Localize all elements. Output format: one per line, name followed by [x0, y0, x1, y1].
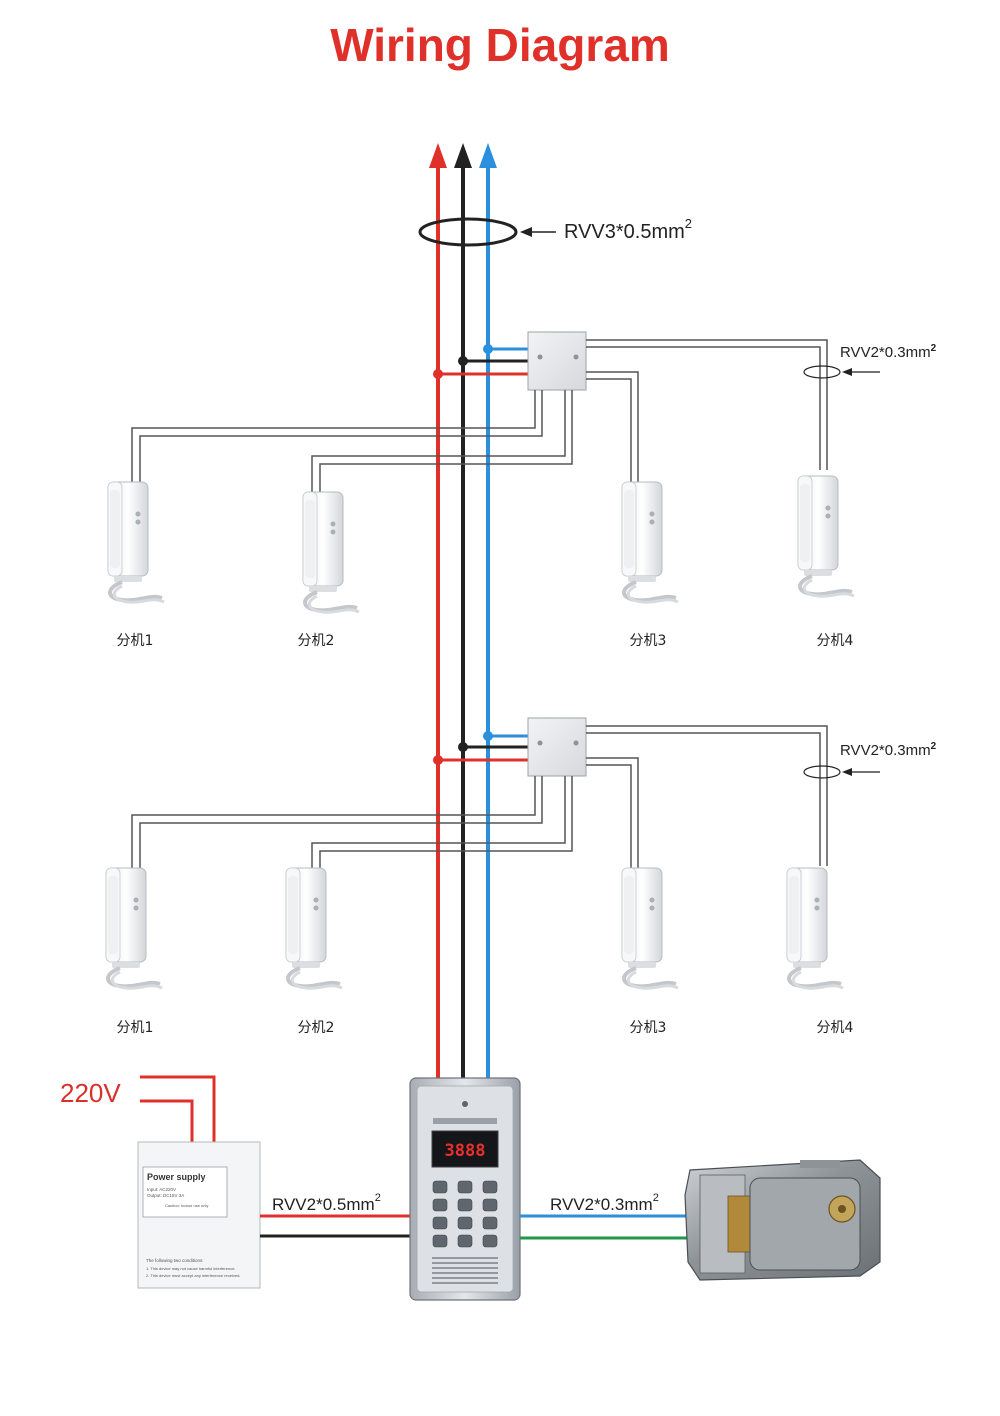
power-supply-usage: Caution: Indoor use only	[165, 1203, 208, 1208]
handset-icon	[620, 866, 680, 991]
branch-cable-pointer-arrow-icon-1	[842, 368, 880, 376]
voltage-label: 220V	[60, 1078, 121, 1108]
blue-arrow-icon	[479, 143, 497, 168]
handset-icon	[785, 866, 845, 991]
handset-icon	[301, 490, 361, 615]
handset-icon	[106, 480, 166, 605]
branch-cable-label-1: RVV2*0.3mm2	[840, 343, 937, 361]
page-title: Wiring Diagram	[330, 19, 670, 71]
branch-wires-1	[131, 339, 828, 492]
black-arrow-icon	[454, 143, 472, 168]
main-cable-bundle-ring	[418, 217, 518, 247]
handset-label: 分机1	[117, 633, 154, 649]
electric-lock-icon	[684, 1159, 881, 1281]
red-arrow-icon	[429, 143, 447, 168]
lock-cable-label: RVV2*0.3mm2	[550, 1192, 659, 1214]
handset-icon	[104, 866, 164, 991]
branch-cable-label-2: RVV2*0.3mm2	[840, 741, 937, 759]
panel-display: 3888	[445, 1141, 486, 1161]
power-supply-spec: Input: AC220V	[147, 1187, 176, 1192]
handset-label: 分机4	[817, 633, 854, 649]
main-cable-label: RVV3*0.5mm2	[564, 216, 692, 243]
power-supply-notes-title: The following two conditions:	[146, 1258, 204, 1263]
power-supply-title: Power supply	[147, 1172, 206, 1182]
branch-wires-2	[131, 725, 828, 868]
main-trunk-wires	[429, 143, 497, 1080]
power-supply-spec: Output: DC15V 3A	[147, 1193, 184, 1198]
power-supply-note: 2. This device must accept any interfere…	[146, 1273, 240, 1278]
handset-icon	[620, 480, 680, 605]
mains-input-wires	[140, 1075, 216, 1143]
handset-label: 分机2	[298, 1020, 335, 1036]
handset-label: 分机2	[298, 633, 335, 649]
main-cable-pointer-arrow-icon	[520, 227, 556, 237]
handset-label: 分机4	[817, 1020, 854, 1036]
handset-icon	[284, 866, 344, 991]
handset-icon	[796, 474, 856, 599]
branch-cable-pointer-arrow-icon-2	[842, 768, 880, 776]
power-supply-note: 1. This device may not cause harmful int…	[146, 1266, 236, 1271]
junction-box-2	[433, 717, 587, 777]
handset-label: 分机1	[117, 1020, 154, 1036]
power-cable-label: RVV2*0.5mm2	[272, 1192, 381, 1214]
branch-cable-ring-1	[803, 365, 841, 379]
junction-box-1	[433, 331, 587, 391]
branch-cable-ring-2	[803, 765, 841, 779]
power-supply-unit: Power supply Input: AC220V Output: DC15V…	[137, 1141, 261, 1289]
handset-label: 分机3	[630, 633, 667, 649]
door-station-panel: 3888	[409, 1077, 521, 1301]
handset-label: 分机3	[630, 1020, 667, 1036]
